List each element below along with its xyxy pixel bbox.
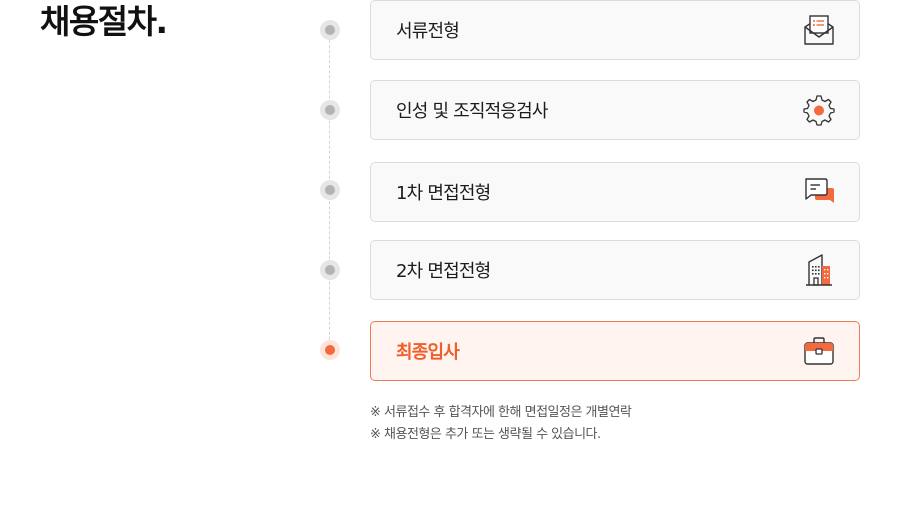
office-building-icon [806,254,832,286]
process-notes: ※ 서류접수 후 합격자에 한해 면접일정은 개별연락 ※ 채용전형은 추가 또… [370,402,632,446]
step-card-personality-test: 인성 및 조직적응검사 [370,80,860,140]
step-label: 서류전형 [396,21,460,42]
section-title: 채용절차. [40,2,168,41]
step-card-document-screening: 서류전형 [370,0,860,60]
step-label: 1차 면접전형 [396,183,491,204]
step-card-first-interview: 1차 면접전형 [370,162,860,222]
chat-bubbles-icon [805,178,834,203]
timeline-dot [320,20,340,40]
step-card-second-interview: 2차 면접전형 [370,240,860,300]
step-label: 2차 면접전형 [396,261,491,282]
envelope-document-icon [804,15,834,45]
gear-icon [803,95,835,126]
step-label: 최종입사 [396,342,460,363]
note-line: ※ 서류접수 후 합격자에 한해 면접일정은 개별연락 [370,405,632,420]
note-line: ※ 채용전형은 추가 또는 생략될 수 있습니다. [370,427,601,442]
timeline-dot [320,180,340,200]
timeline-dot-active [320,340,340,360]
step-label: 인성 및 조직적응검사 [396,101,548,122]
briefcase-icon [804,337,834,365]
timeline-dot [320,100,340,120]
step-card-final-hire: 최종입사 [370,321,860,381]
timeline-dot [320,260,340,280]
